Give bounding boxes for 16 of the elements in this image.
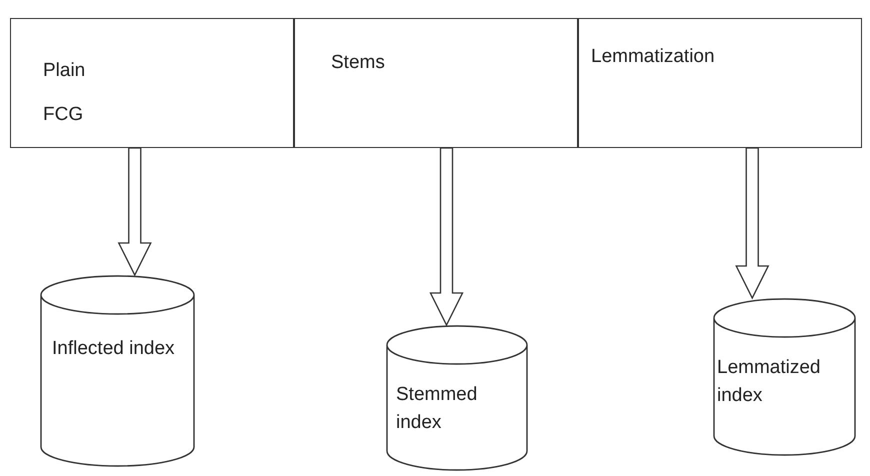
node-label: Lemmatized index [717,356,822,408]
block-arrow [735,147,770,300]
block-arrow [118,147,152,276]
database-cylinder [386,325,528,471]
process-box [294,18,578,148]
node-label: Stemmed index [396,383,478,435]
node-label: Lemmatization [591,45,716,69]
node-label: FCG [43,102,84,127]
process-box [578,18,862,148]
database-cylinder [713,298,856,456]
process-box [10,18,294,148]
database-cylinder [40,275,195,467]
node-label: Plain [43,59,86,83]
node-label: Stems [331,51,386,75]
block-arrow [429,147,464,326]
node-label: Inflected index [52,337,176,361]
